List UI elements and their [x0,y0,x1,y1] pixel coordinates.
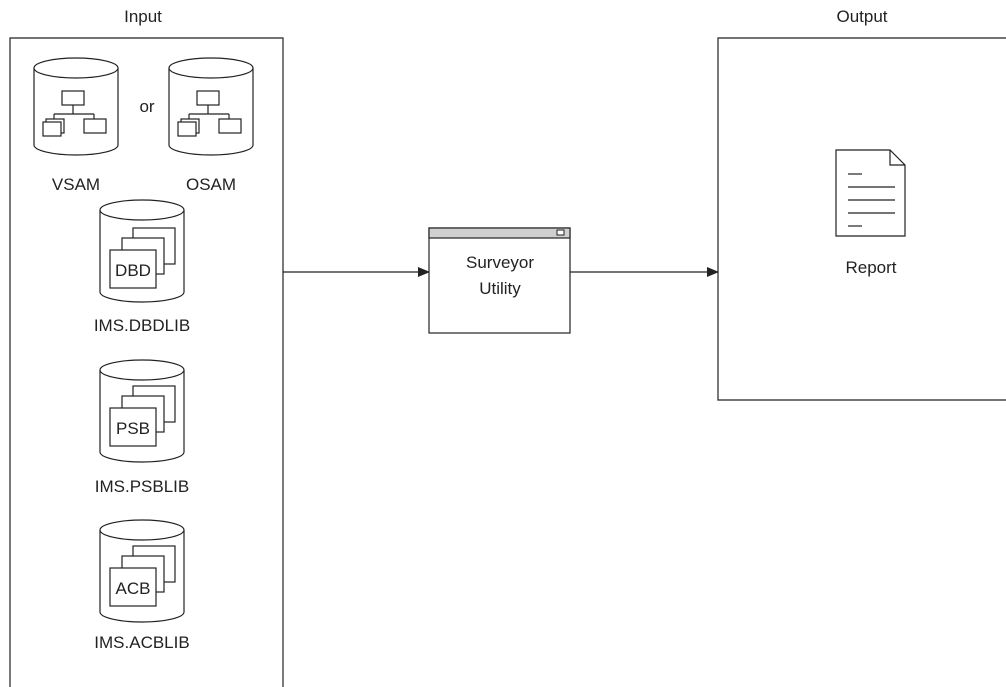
window-icon [556,229,565,236]
or-label: or [139,97,154,116]
dbdlib-label: IMS.DBDLIB [94,316,190,335]
vsam-cylinder-icon [33,57,119,156]
output-title: Output [836,7,887,26]
dbd-tag: DBD [115,261,151,280]
psb-tag: PSB [116,419,150,438]
input-title: Input [124,7,162,26]
acblib-cylinder-icon [99,519,185,623]
utility-line2: Utility [479,279,521,298]
dbdlib-cylinder-icon [99,199,185,303]
osam-label: OSAM [186,175,236,194]
acb-tag: ACB [116,579,151,598]
vsam-label: VSAM [52,175,100,194]
hierarchy-icon [42,90,107,137]
osam-cylinder-icon [168,57,254,156]
input-panel [9,37,284,687]
stacked-documents-icon [109,227,176,289]
hierarchy-icon [177,90,242,137]
acblib-label: IMS.ACBLIB [94,633,189,652]
report-label: Report [845,258,896,277]
stacked-documents-icon [109,545,176,607]
document-icon [835,149,906,237]
output-panel [717,37,1006,401]
psblib-cylinder-icon [99,359,185,463]
surveyor-utility-window [428,227,571,334]
psblib-label: IMS.PSBLIB [95,477,189,496]
utility-line1: Surveyor [466,253,534,272]
stacked-documents-icon [109,385,176,447]
